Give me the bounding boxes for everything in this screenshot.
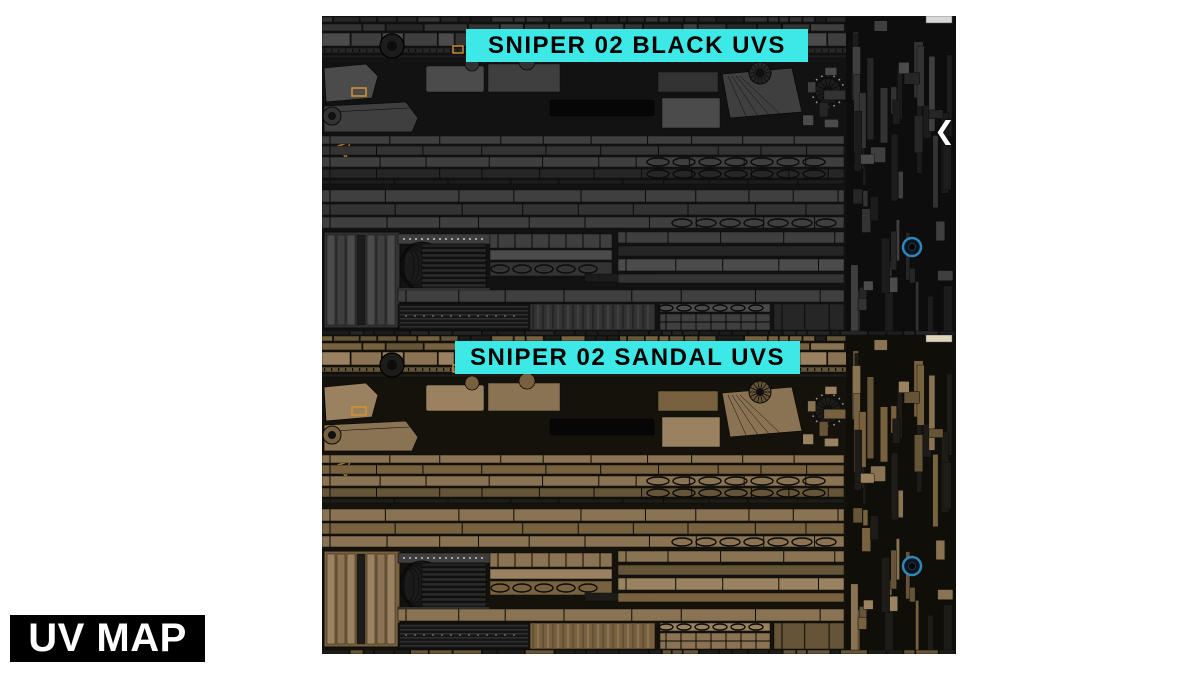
section-label-black: SNIPER 02 BLACK UVS <box>466 29 808 62</box>
uv-section-black <box>322 16 956 335</box>
section-label-sandal: SNIPER 02 SANDAL UVS <box>455 341 800 374</box>
uv-map-image: SNIPER 02 BLACK UVS SNIPER 02 SANDAL UVS… <box>322 16 956 654</box>
uv-map-caption: UV MAP <box>10 615 205 662</box>
carousel-previous-icon[interactable]: ❮ <box>934 117 955 145</box>
uv-section-sandal <box>322 335 956 654</box>
